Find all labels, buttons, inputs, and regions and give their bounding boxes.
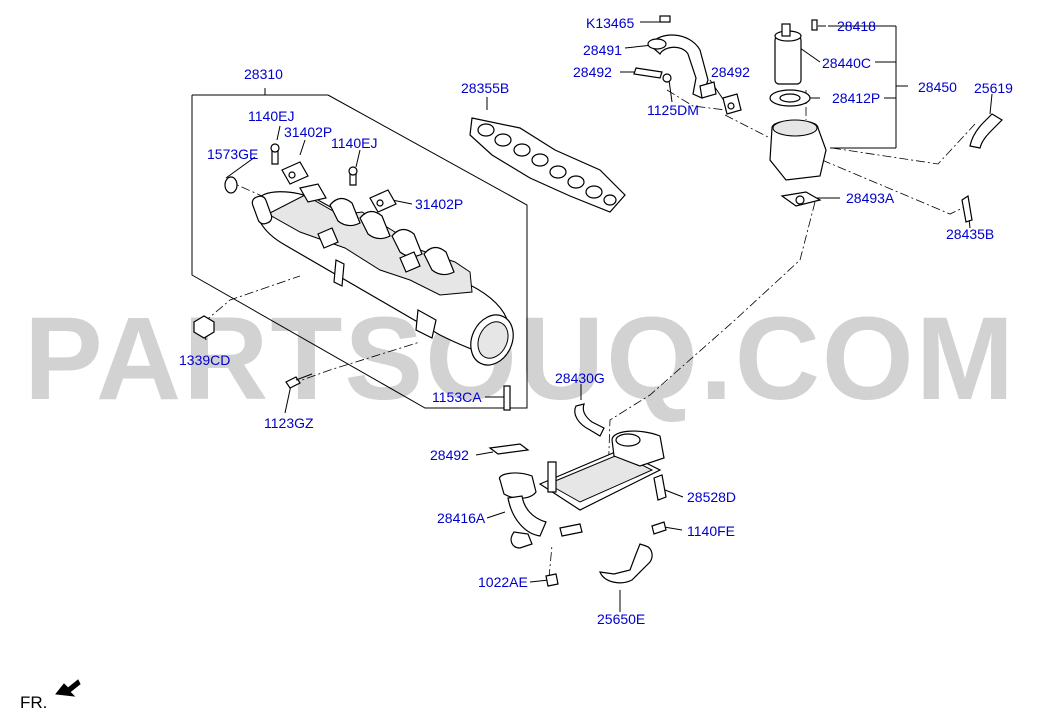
part-label-28440C[interactable]: 28440C	[822, 55, 872, 71]
part-label-K13465[interactable]: K13465	[586, 15, 635, 31]
manifold-gasket-illustration	[469, 117, 626, 213]
part-label-28418[interactable]: 28418	[837, 18, 876, 34]
part-label-25619[interactable]: 25619	[974, 80, 1013, 96]
front-direction-arrow-icon	[55, 679, 81, 697]
part-label-28493A[interactable]: 28493A	[846, 190, 895, 206]
part-label-28492[interactable]: 28492	[711, 64, 750, 80]
leader-lines	[202, 21, 993, 612]
part-label-28492[interactable]: 28492	[573, 64, 612, 80]
part-label-1140EJ[interactable]: 1140EJ	[331, 135, 378, 151]
part-label-28310[interactable]: 28310	[244, 66, 283, 82]
assembly-frame-28310	[191, 88, 528, 409]
part-label-28430G[interactable]: 28430G	[555, 370, 605, 386]
part-label-28416A[interactable]: 28416A	[437, 510, 486, 526]
watermark: PARTSOUQ.COM	[23, 293, 1017, 425]
part-label-1022AE[interactable]: 1022AE	[478, 574, 528, 590]
egr-cooler-illustration	[488, 403, 667, 587]
reference-lines	[202, 89, 976, 579]
egr-pipe-upper-illustration	[633, 15, 742, 115]
manifold-fasteners	[193, 143, 511, 411]
part-label-1153CA[interactable]: 1153CA	[432, 389, 482, 405]
part-label-28528D[interactable]: 28528D	[687, 489, 737, 505]
intake-manifold-illustration	[251, 183, 514, 366]
part-label-28492[interactable]: 28492	[430, 447, 469, 463]
part-label-1339CD[interactable]: 1339CD	[179, 352, 231, 368]
part-label-28355B[interactable]: 28355B	[461, 80, 510, 96]
part-label-31402P[interactable]: 31402P	[415, 196, 464, 212]
part-label-1140EJ[interactable]: 1140EJ	[248, 108, 295, 124]
part-label-28491[interactable]: 28491	[583, 42, 622, 58]
egr-valve-illustration	[769, 19, 973, 223]
part-label-28450[interactable]: 28450	[918, 79, 957, 95]
part-label-31402P[interactable]: 31402P	[284, 124, 333, 140]
part-label-28412P[interactable]: 28412P	[832, 90, 881, 106]
hose-25619-illustration	[969, 113, 1003, 149]
part-label-1123GZ[interactable]: 1123GZ	[264, 415, 314, 431]
part-label-25650E[interactable]: 25650E	[597, 611, 646, 627]
part-label-28435B[interactable]: 28435B	[946, 226, 995, 242]
direction-label: FR.	[20, 693, 48, 712]
part-label-1125DM[interactable]: 1125DM	[647, 102, 699, 118]
part-label-1140FE[interactable]: 1140FE	[687, 523, 735, 539]
part-label-1573GE[interactable]: 1573GE	[207, 146, 259, 162]
